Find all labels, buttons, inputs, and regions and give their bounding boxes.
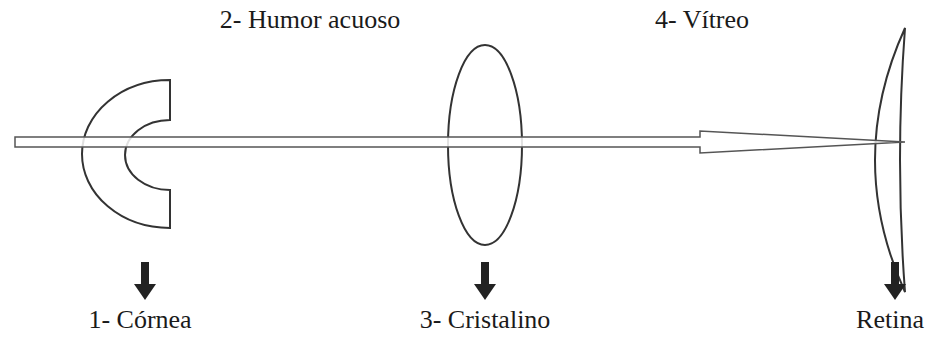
- cornea-shape: [82, 80, 170, 228]
- pointer-shaft: [141, 262, 149, 286]
- part-label: Retina: [856, 306, 924, 335]
- pointer-shaft: [481, 262, 489, 286]
- part-label: 4- Vítreo: [655, 6, 749, 35]
- part-label: 1- Córnea: [88, 306, 191, 335]
- light-ray-arrow: [15, 131, 905, 153]
- pointer-head: [884, 284, 906, 300]
- part-label: 3- Cristalino: [420, 306, 551, 335]
- pointer-arrows: [134, 262, 906, 300]
- pointer-head: [474, 284, 496, 300]
- part-label: 2- Humor acuoso: [220, 6, 401, 35]
- pointer-shaft: [891, 262, 899, 286]
- retina-shape: [875, 28, 905, 292]
- pointer-head: [134, 284, 156, 300]
